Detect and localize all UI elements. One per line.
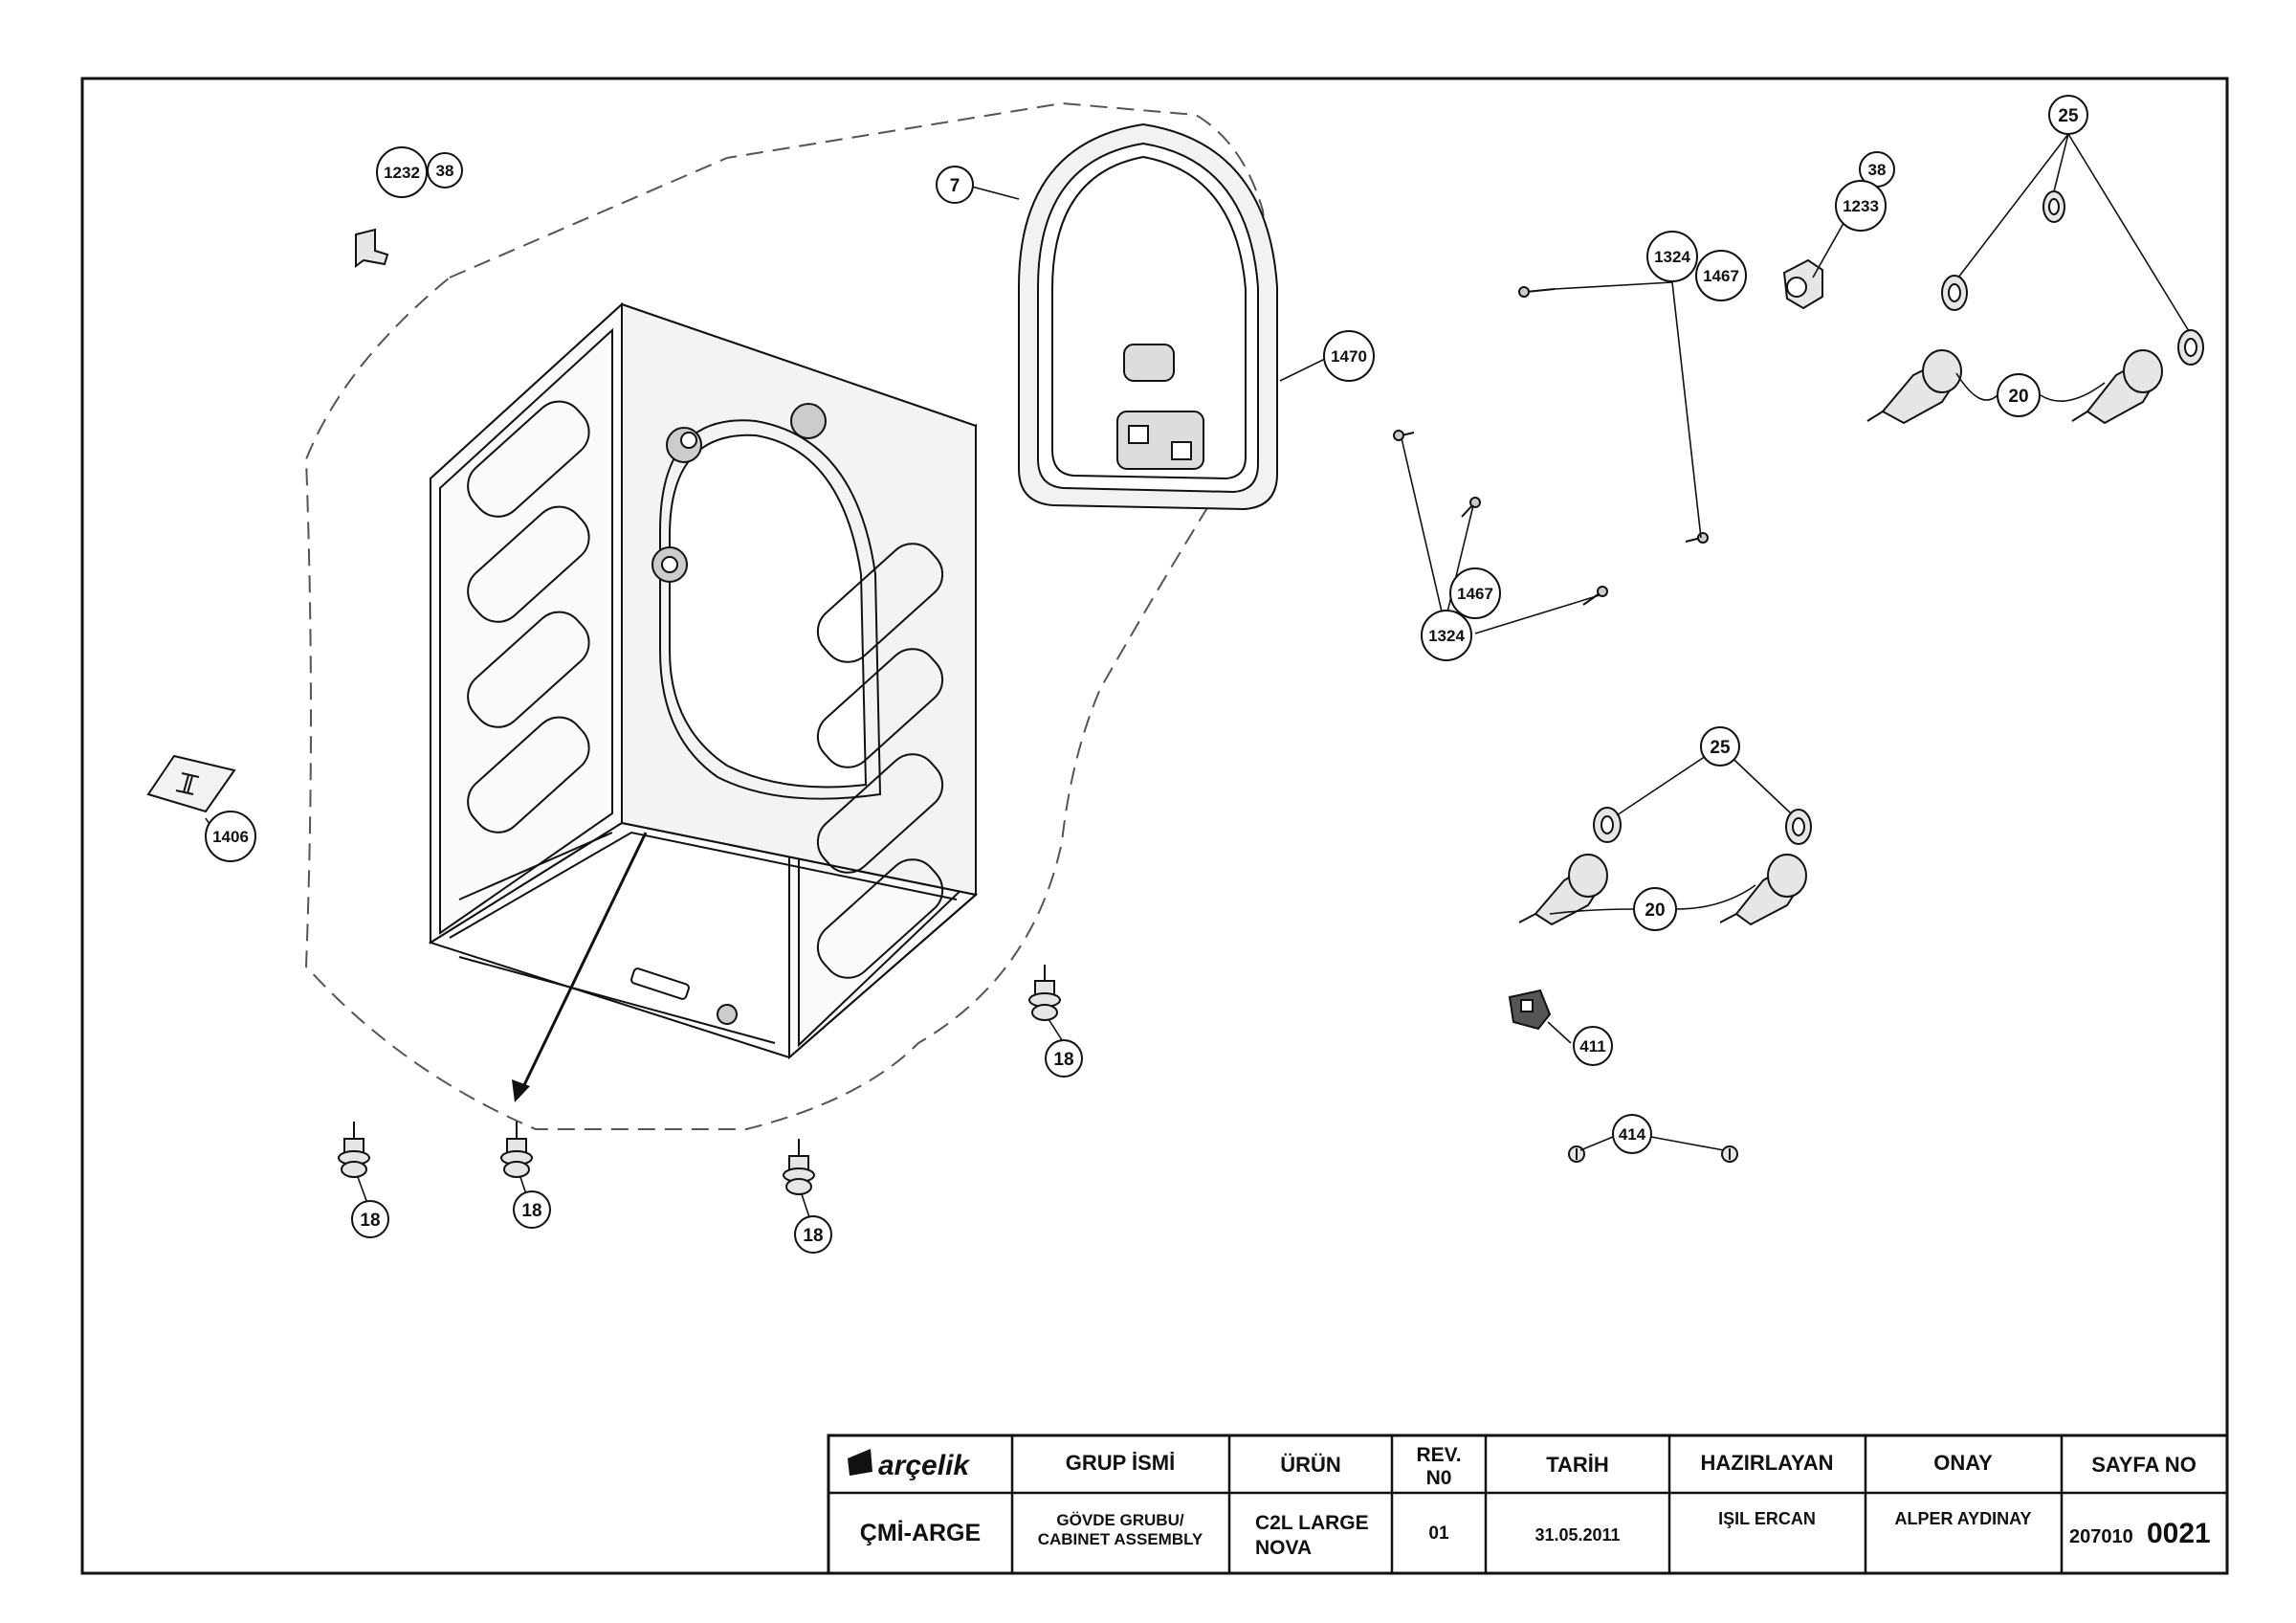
svg-text:1232: 1232 bbox=[384, 164, 420, 182]
svg-text:25: 25 bbox=[1710, 738, 1731, 758]
value-department: ÇMİ-ARGE bbox=[860, 1520, 981, 1546]
dashed-group-boundary bbox=[304, 101, 1270, 1130]
cabinet-assembly bbox=[428, 301, 979, 1060]
value-rev: 01 bbox=[1428, 1523, 1449, 1544]
svg-text:18: 18 bbox=[803, 1226, 823, 1246]
value-approval: ALPER AYDINAY bbox=[1894, 1509, 2031, 1528]
callout-25-bottom: 25 bbox=[1700, 726, 1740, 767]
callout-1324-bottom: 1324 bbox=[1421, 610, 1472, 661]
value-group-name-line1: GÖVDE GRUBU/ bbox=[1056, 1511, 1183, 1529]
svg-text:1467: 1467 bbox=[1457, 585, 1493, 603]
value-product-line1: C2L LARGE bbox=[1255, 1512, 1369, 1534]
header-rev-line2: N0 bbox=[1426, 1467, 1452, 1489]
callout-20-top: 20 bbox=[1997, 373, 2041, 417]
svg-text:20: 20 bbox=[1645, 900, 1665, 921]
svg-text:18: 18 bbox=[1053, 1050, 1073, 1070]
value-page-prefix: 207010 bbox=[2069, 1526, 2133, 1547]
svg-text:20: 20 bbox=[2008, 387, 2028, 407]
callout-25-top: 25 bbox=[2048, 95, 2088, 135]
svg-text:1324: 1324 bbox=[1654, 248, 1690, 266]
header-product: ÜRÜN bbox=[1280, 1453, 1341, 1477]
header-group-name: GRUP İSMİ bbox=[1066, 1451, 1176, 1475]
callout-411: 411 bbox=[1573, 1026, 1613, 1066]
svg-text:1406: 1406 bbox=[212, 828, 249, 846]
clip-part-1232 bbox=[355, 228, 389, 268]
callout-1324-top: 1324 bbox=[1646, 231, 1698, 282]
header-rev-line1: REV. bbox=[1416, 1444, 1461, 1466]
svg-text:411: 411 bbox=[1579, 1037, 1605, 1056]
callout-1467-top: 1467 bbox=[1695, 250, 1747, 301]
svg-text:18: 18 bbox=[360, 1211, 380, 1231]
svg-text:7: 7 bbox=[950, 176, 960, 196]
callout-7: 7 bbox=[936, 166, 974, 204]
assembly-arrow bbox=[519, 832, 648, 1092]
callout-414: 414 bbox=[1612, 1114, 1652, 1154]
header-prepared-by: HAZIRLAYAN bbox=[1701, 1451, 1834, 1475]
svg-text:arçelik: arçelik bbox=[878, 1450, 970, 1481]
foot-parts-18 bbox=[338, 965, 1061, 1195]
callout-20-bottom: 20 bbox=[1633, 887, 1677, 931]
value-group-name-line2: CABINET ASSEMBLY bbox=[1038, 1530, 1203, 1548]
svg-text:1324: 1324 bbox=[1428, 627, 1465, 645]
callout-18-center: 18 bbox=[513, 1190, 551, 1229]
callout-1233: 1233 bbox=[1835, 180, 1887, 232]
damper-parts-20-top bbox=[1866, 349, 2163, 425]
svg-text:38: 38 bbox=[436, 162, 454, 180]
grommet-parts-25-top bbox=[1941, 190, 2204, 366]
label-part-1406 bbox=[146, 754, 236, 813]
svg-text:1467: 1467 bbox=[1703, 267, 1739, 285]
value-product-line2: NOVA bbox=[1255, 1537, 1312, 1559]
grommet-parts-25-bottom bbox=[1593, 807, 1812, 845]
title-block: arçelik GRUP İSMİ ÜRÜN REV. N0 TARİH HAZ… bbox=[827, 1434, 2229, 1575]
door-frame-part bbox=[1018, 122, 1278, 511]
value-page-number: 0021 bbox=[2147, 1518, 2211, 1549]
callout-18-right: 18 bbox=[1045, 1039, 1083, 1078]
svg-text:1233: 1233 bbox=[1843, 197, 1879, 215]
brand-logo-icon bbox=[848, 1449, 872, 1476]
assembly-arrow-head bbox=[512, 1079, 530, 1102]
svg-text:18: 18 bbox=[521, 1201, 541, 1221]
svg-text:414: 414 bbox=[1619, 1125, 1646, 1144]
svg-text:38: 38 bbox=[1868, 161, 1887, 179]
callout-18-left: 18 bbox=[351, 1200, 389, 1238]
header-date: TARİH bbox=[1546, 1453, 1609, 1477]
callout-38-right: 38 bbox=[1859, 151, 1895, 188]
screw-parts-1324 bbox=[1393, 286, 1709, 606]
header-approval: ONAY bbox=[1933, 1451, 1993, 1475]
callout-1470: 1470 bbox=[1323, 330, 1375, 382]
callout-1467-bottom: 1467 bbox=[1449, 567, 1501, 619]
callout-18-front: 18 bbox=[794, 1215, 832, 1254]
callout-38-left: 38 bbox=[427, 152, 463, 189]
value-date: 31.05.2011 bbox=[1534, 1525, 1620, 1545]
damper-parts-20-bottom bbox=[1518, 854, 1807, 926]
clip-part-1233 bbox=[1782, 258, 1823, 310]
svg-text:25: 25 bbox=[2058, 106, 2079, 126]
bracket-part-411 bbox=[1508, 989, 1552, 1031]
value-prepared-by: IŞIL ERCAN bbox=[1718, 1509, 1816, 1528]
header-page-no: SAYFA NO bbox=[2091, 1453, 2197, 1477]
brand-logo: arçelik bbox=[848, 1449, 970, 1481]
callout-1406: 1406 bbox=[205, 811, 256, 862]
svg-text:1470: 1470 bbox=[1331, 347, 1367, 366]
callout-1232: 1232 bbox=[376, 146, 428, 198]
